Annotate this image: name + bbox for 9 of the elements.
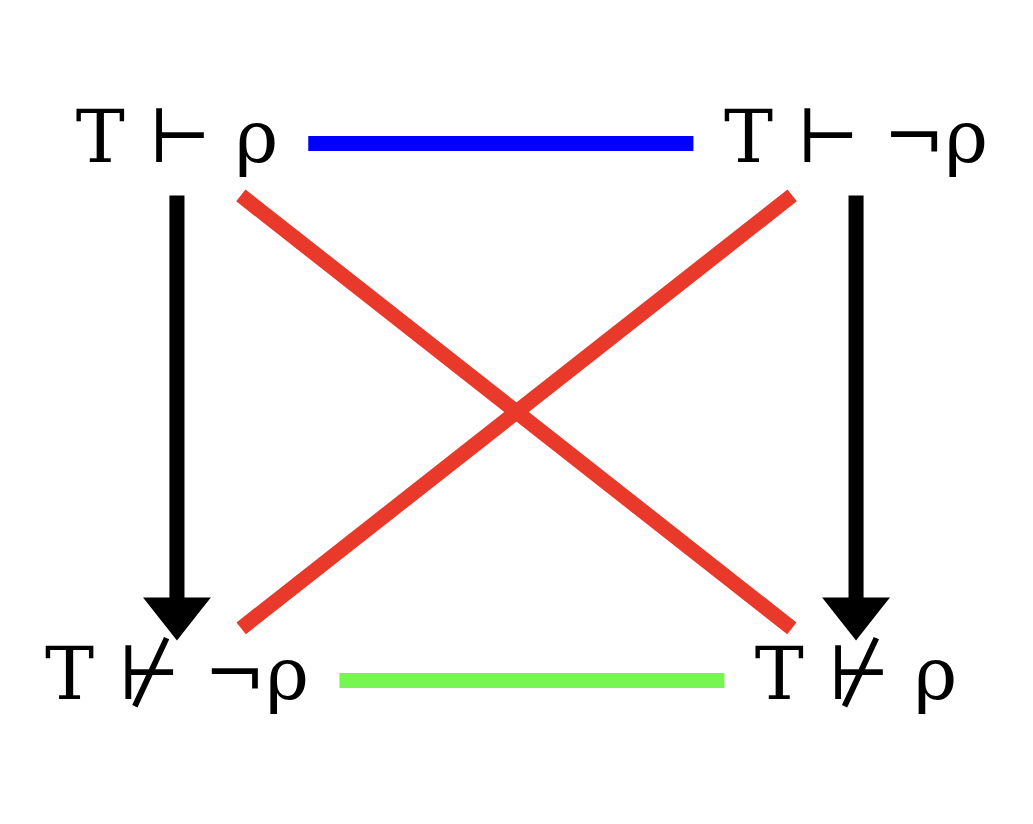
arrow bbox=[143, 195, 211, 641]
node-text: T ⊢ ρ bbox=[75, 94, 279, 180]
node-text: T ⊬ ¬ρ bbox=[44, 631, 309, 717]
node-text: T ⊢ ¬ρ bbox=[724, 94, 989, 180]
connector bbox=[308, 136, 694, 152]
arrow bbox=[822, 195, 890, 641]
connector bbox=[236, 189, 797, 635]
node-text: T ⊬ ρ bbox=[754, 631, 958, 717]
connector bbox=[339, 672, 725, 688]
